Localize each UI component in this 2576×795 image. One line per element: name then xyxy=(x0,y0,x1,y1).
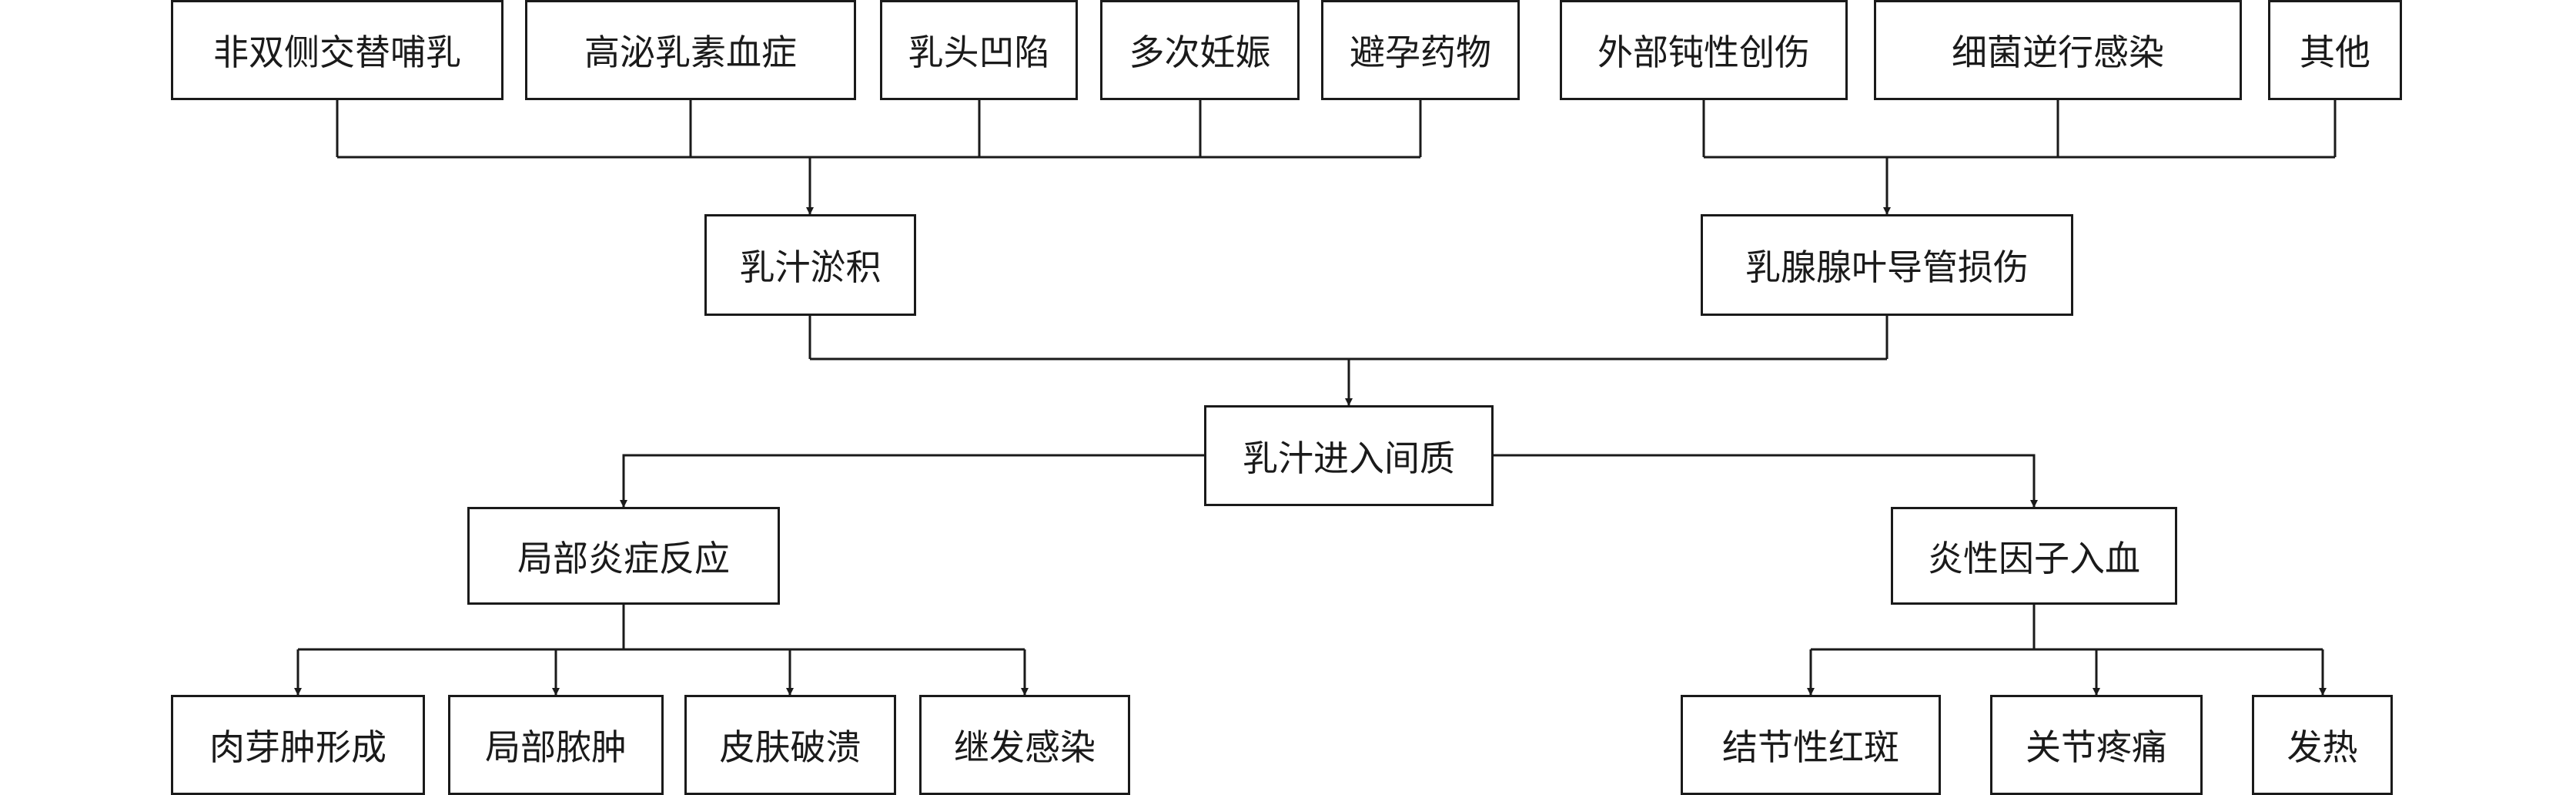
node-fare: 发热 xyxy=(2252,695,2393,795)
node-ruzhi-jinru-jianzhi: 乳汁进入间质 xyxy=(1204,405,1494,506)
node-jubu-yanzheng: 局部炎症反应 xyxy=(467,507,780,605)
node-yanxing-yinzi: 炎性因子入血 xyxy=(1891,507,2177,605)
node-ruzhi-yuji: 乳汁淤积 xyxy=(704,214,916,316)
node-qita: 其他 xyxy=(2268,0,2402,100)
node-jiejiexing-hongban: 结节性红斑 xyxy=(1681,695,1941,795)
node-xianye-sunshang: 乳腺腺叶导管损伤 xyxy=(1701,214,2073,316)
node-rutou-aoxian: 乳头凹陷 xyxy=(880,0,1078,100)
node-biyun-yaowu: 避孕药物 xyxy=(1321,0,1520,100)
node-jubu-nongzhong: 局部脓肿 xyxy=(448,695,664,795)
node-fei-shuangce: 非双侧交替哺乳 xyxy=(171,0,503,100)
node-guanjie-tengtong: 关节疼痛 xyxy=(1990,695,2203,795)
node-jifa-ganran: 继发感染 xyxy=(919,695,1130,795)
node-waibu-chuangshang: 外部钝性创伤 xyxy=(1560,0,1848,100)
node-duoci-renshen: 多次妊娠 xyxy=(1100,0,1300,100)
node-rouyazhong: 肉芽肿形成 xyxy=(171,695,425,795)
node-xijun-ganran: 细菌逆行感染 xyxy=(1874,0,2242,100)
node-gao-miru: 高泌乳素血症 xyxy=(525,0,856,100)
node-pifu-pokui: 皮肤破溃 xyxy=(684,695,896,795)
